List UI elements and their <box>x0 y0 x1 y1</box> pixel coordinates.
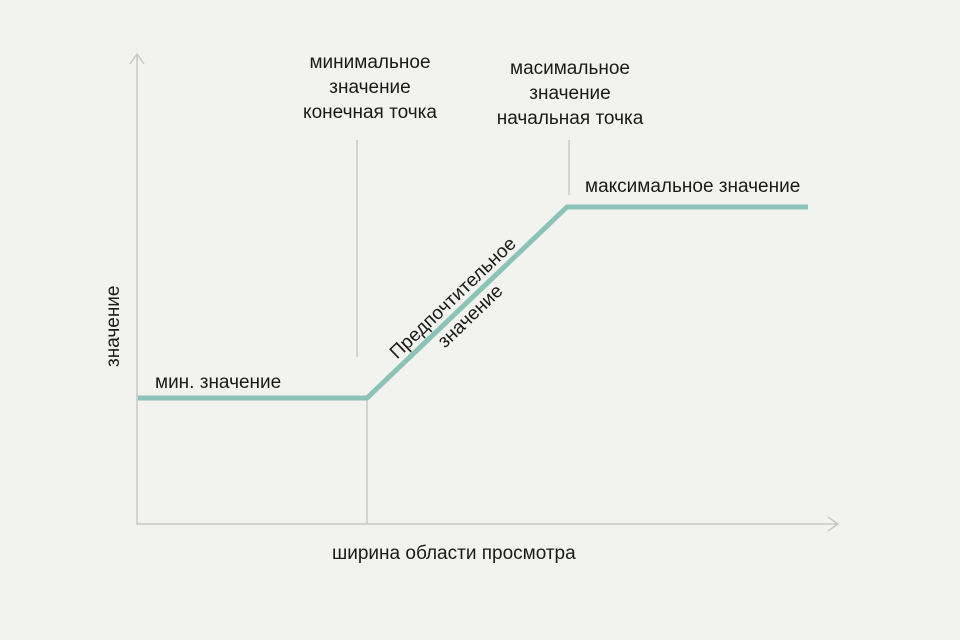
y-axis-label: значение <box>103 285 124 368</box>
max-breakpoint-line3: начальная точка <box>496 108 644 129</box>
max-breakpoint-line2: значение <box>529 83 611 104</box>
min-breakpoint-line2: значение <box>329 77 411 98</box>
min-breakpoint-label: минимальное значение конечная точка <box>290 50 450 125</box>
max-value-label: максимальное значение <box>585 176 801 197</box>
x-axis-label: ширина области просмотра <box>332 543 576 564</box>
min-breakpoint-line3: конечная точка <box>303 102 437 123</box>
y-axis-arrow-icon <box>129 52 145 65</box>
x-axis-arrow-icon <box>827 516 840 532</box>
min-value-label: мин. значение <box>155 372 282 393</box>
max-breakpoint-line1: масимальное <box>510 58 630 79</box>
clamp-curve <box>138 204 808 401</box>
max-breakpoint-label: масимальное значение начальная точка <box>480 56 660 131</box>
min-breakpoint-line1: минимальное <box>309 52 431 73</box>
